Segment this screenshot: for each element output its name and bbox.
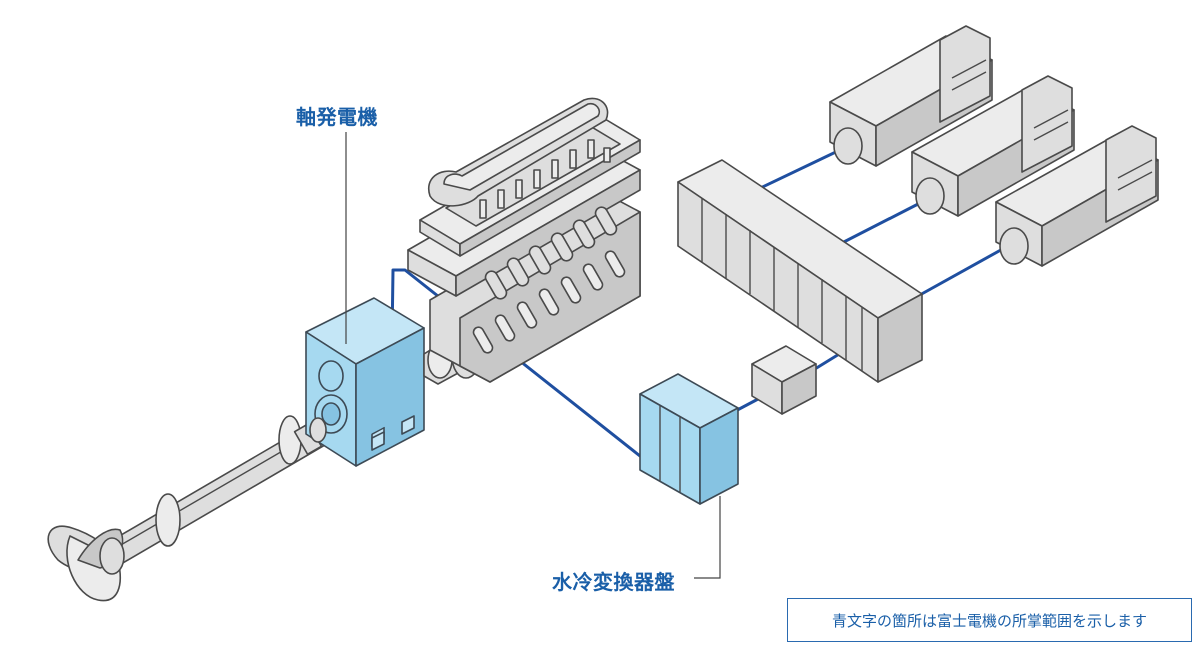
scope-legend-text: 青文字の箇所は富士電機の所掌範囲を示します xyxy=(831,611,1147,630)
scope-legend-box: 青文字の箇所は富士電機の所掌範囲を示します xyxy=(787,598,1192,642)
port-circle-upper xyxy=(318,360,344,392)
leader-line-converter xyxy=(694,496,721,579)
propeller-shaft xyxy=(91,415,331,575)
leader-lines xyxy=(345,132,721,579)
engine-cylinders xyxy=(484,206,618,300)
propeller xyxy=(47,525,125,602)
cable-switchboard-to-genset-1 xyxy=(751,148,841,194)
cable-switchboard-to-genset-3 xyxy=(917,244,1009,298)
transformer xyxy=(751,345,817,415)
shaft-generator-label: 軸発電機 xyxy=(296,105,378,129)
cable-switchboard-to-genset-2 xyxy=(835,200,923,248)
switchboard-panel-lines xyxy=(701,198,863,371)
main-switchboard xyxy=(677,159,923,383)
water-cooled-converter-panel xyxy=(639,373,739,505)
generator-set-3 xyxy=(995,125,1159,267)
main-engine xyxy=(407,97,641,385)
generator-set-1 xyxy=(829,25,993,167)
shaft-generator xyxy=(305,297,425,467)
generator-set-2 xyxy=(911,75,1075,217)
converter-panel-label: 水冷変換器盤 xyxy=(552,570,675,594)
engine-injectors xyxy=(479,139,611,219)
engine-crankcase-ports xyxy=(472,250,626,354)
